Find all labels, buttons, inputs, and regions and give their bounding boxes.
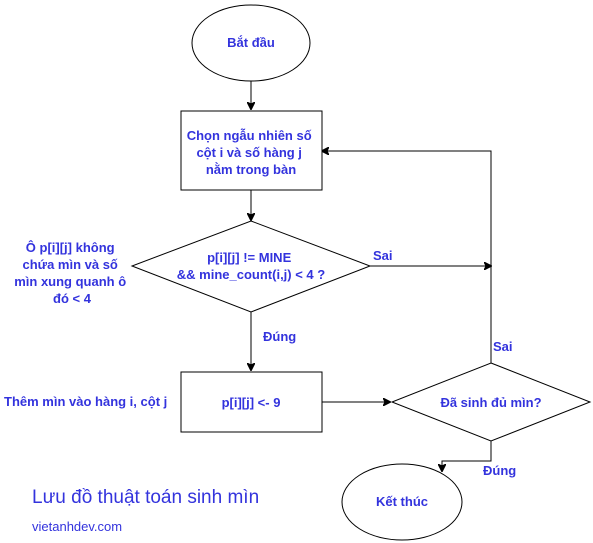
check-label-line-1: p[i][j] != MINE bbox=[207, 250, 291, 265]
svg-text:p[i][j] != MINE && mine_: p[i][j] != MINE && mine_count(i,j) < 4 ? bbox=[177, 250, 325, 282]
pick-process-node: Chọn ngẫu nhiên số cột i và số hàng j nằ… bbox=[180, 110, 323, 191]
svg-text:Chọn ngẫu nhiên số cột i: Chọn ngẫu nhiên số cột i và số hàng j nằ… bbox=[187, 128, 316, 177]
pick-label-line-1: Chọn ngẫu nhiên số bbox=[187, 128, 312, 143]
svg-text:Bắt đầu: Bắt đầu bbox=[227, 35, 275, 50]
end-label: Kết thúc bbox=[376, 494, 428, 509]
pick-label-line-3: nằm trong bàn bbox=[206, 162, 296, 177]
place-note: Thêm mìn vào hàng i, cột j bbox=[4, 394, 167, 409]
end-node: Kết thúc bbox=[341, 463, 463, 541]
done-label: Đã sinh đủ mìn? bbox=[440, 395, 541, 410]
done-decision-node: Đã sinh đủ mìn? bbox=[390, 362, 592, 442]
diagram-title: Lưu đồ thuật toán sinh mìn bbox=[32, 487, 259, 508]
check-note-line-2: chứa mìn và số bbox=[22, 257, 117, 272]
check-label-line-2: && mine_count(i,j) < 4 ? bbox=[177, 267, 325, 282]
done-yes-label: Đúng bbox=[483, 463, 516, 478]
check-note-line-4: đó < 4 bbox=[53, 291, 92, 306]
start-label: Bắt đầu bbox=[227, 35, 275, 50]
check-decision-node: p[i][j] != MINE && mine_count(i,j) < 4 ? bbox=[130, 220, 372, 313]
check-yes-label: Đúng bbox=[263, 329, 296, 344]
check-note: Ô p[i][j] không chứa mìn và số mìn xung … bbox=[14, 240, 130, 306]
done-no-label: Sai bbox=[493, 339, 513, 354]
start-node: Bắt đầu bbox=[191, 4, 311, 82]
site-label: vietanhdev.com bbox=[32, 519, 122, 534]
check-note-line-1: Ô p[i][j] không bbox=[26, 240, 115, 255]
check-no-label: Sai bbox=[373, 248, 393, 263]
svg-text:p[i][j] <- 9: p[i][j] <- 9 bbox=[222, 395, 281, 410]
place-label: p[i][j] <- 9 bbox=[222, 395, 281, 410]
svg-text:Đã sinh đủ mìn?: Đã sinh đủ mìn? bbox=[440, 395, 541, 410]
place-note-line-1: Thêm mìn vào hàng i, cột j bbox=[4, 394, 167, 409]
check-note-line-3: mìn xung quanh ô bbox=[14, 274, 126, 289]
place-process-node: p[i][j] <- 9 bbox=[180, 371, 323, 433]
edge-done-no-loop bbox=[322, 151, 492, 363]
svg-text:Kết thúc: Kết thúc bbox=[376, 494, 428, 509]
pick-label-line-2: cột i và số hàng j bbox=[196, 145, 301, 160]
edge-done-yes bbox=[442, 441, 492, 471]
